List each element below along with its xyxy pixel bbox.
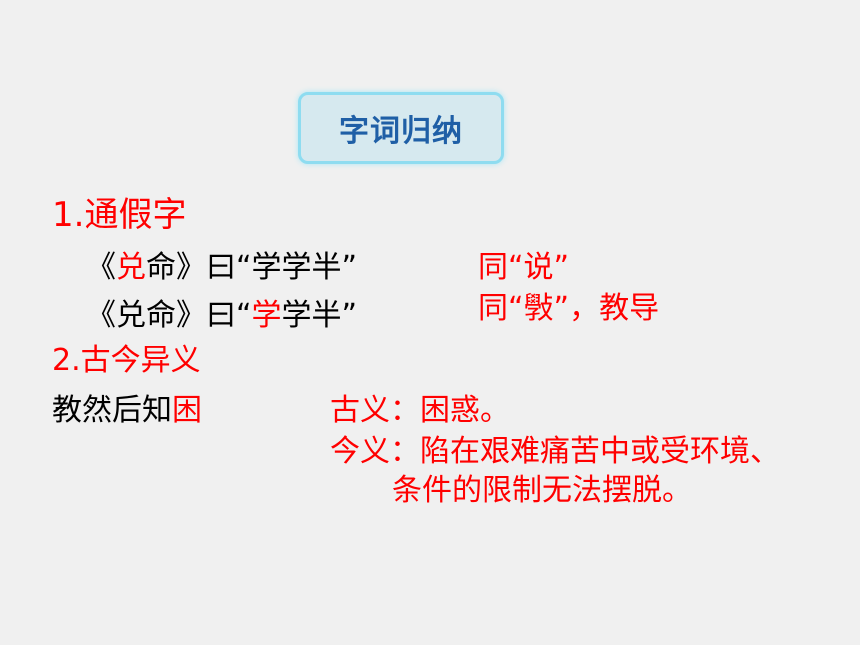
- title-box: 字词归纳: [298, 92, 504, 164]
- sentence-2-highlight: 学: [251, 298, 282, 333]
- sentence-2-part-a: 《兑命》曰“: [86, 298, 252, 333]
- sentence-1-part-a: 《: [86, 250, 116, 285]
- slide-title: 字词归纳: [339, 114, 463, 149]
- tongjia-sentence-2: 《兑命》曰“学学半”: [86, 296, 357, 336]
- sentence-1-part-c: 命》曰“学学半”: [146, 250, 358, 285]
- tongjia-note-2: 同“斅”，教导: [478, 291, 660, 326]
- sentence-2-part-c: 学半”: [281, 298, 358, 333]
- section1-heading: 1.通假字: [52, 195, 187, 235]
- gujin-sentence: 教然后知困: [52, 391, 202, 431]
- tongjia-sentence-1: 《兑命》曰“学学半”: [86, 248, 357, 288]
- ancient-meaning: 古义：困惑。: [330, 393, 510, 428]
- modern-meaning-line-1: 今义：陷在艰难痛苦中或受环境、: [330, 434, 780, 469]
- section2-heading: 2.古今异义: [52, 343, 201, 378]
- tongjia-note-1: 同“说”: [478, 250, 570, 285]
- sentence-1-highlight: 兑: [116, 250, 146, 285]
- gujin-sentence-text: 教然后知: [52, 393, 172, 428]
- gujin-highlight: 困: [172, 393, 202, 428]
- modern-meaning-line-2: 条件的限制无法摆脱。: [392, 473, 692, 508]
